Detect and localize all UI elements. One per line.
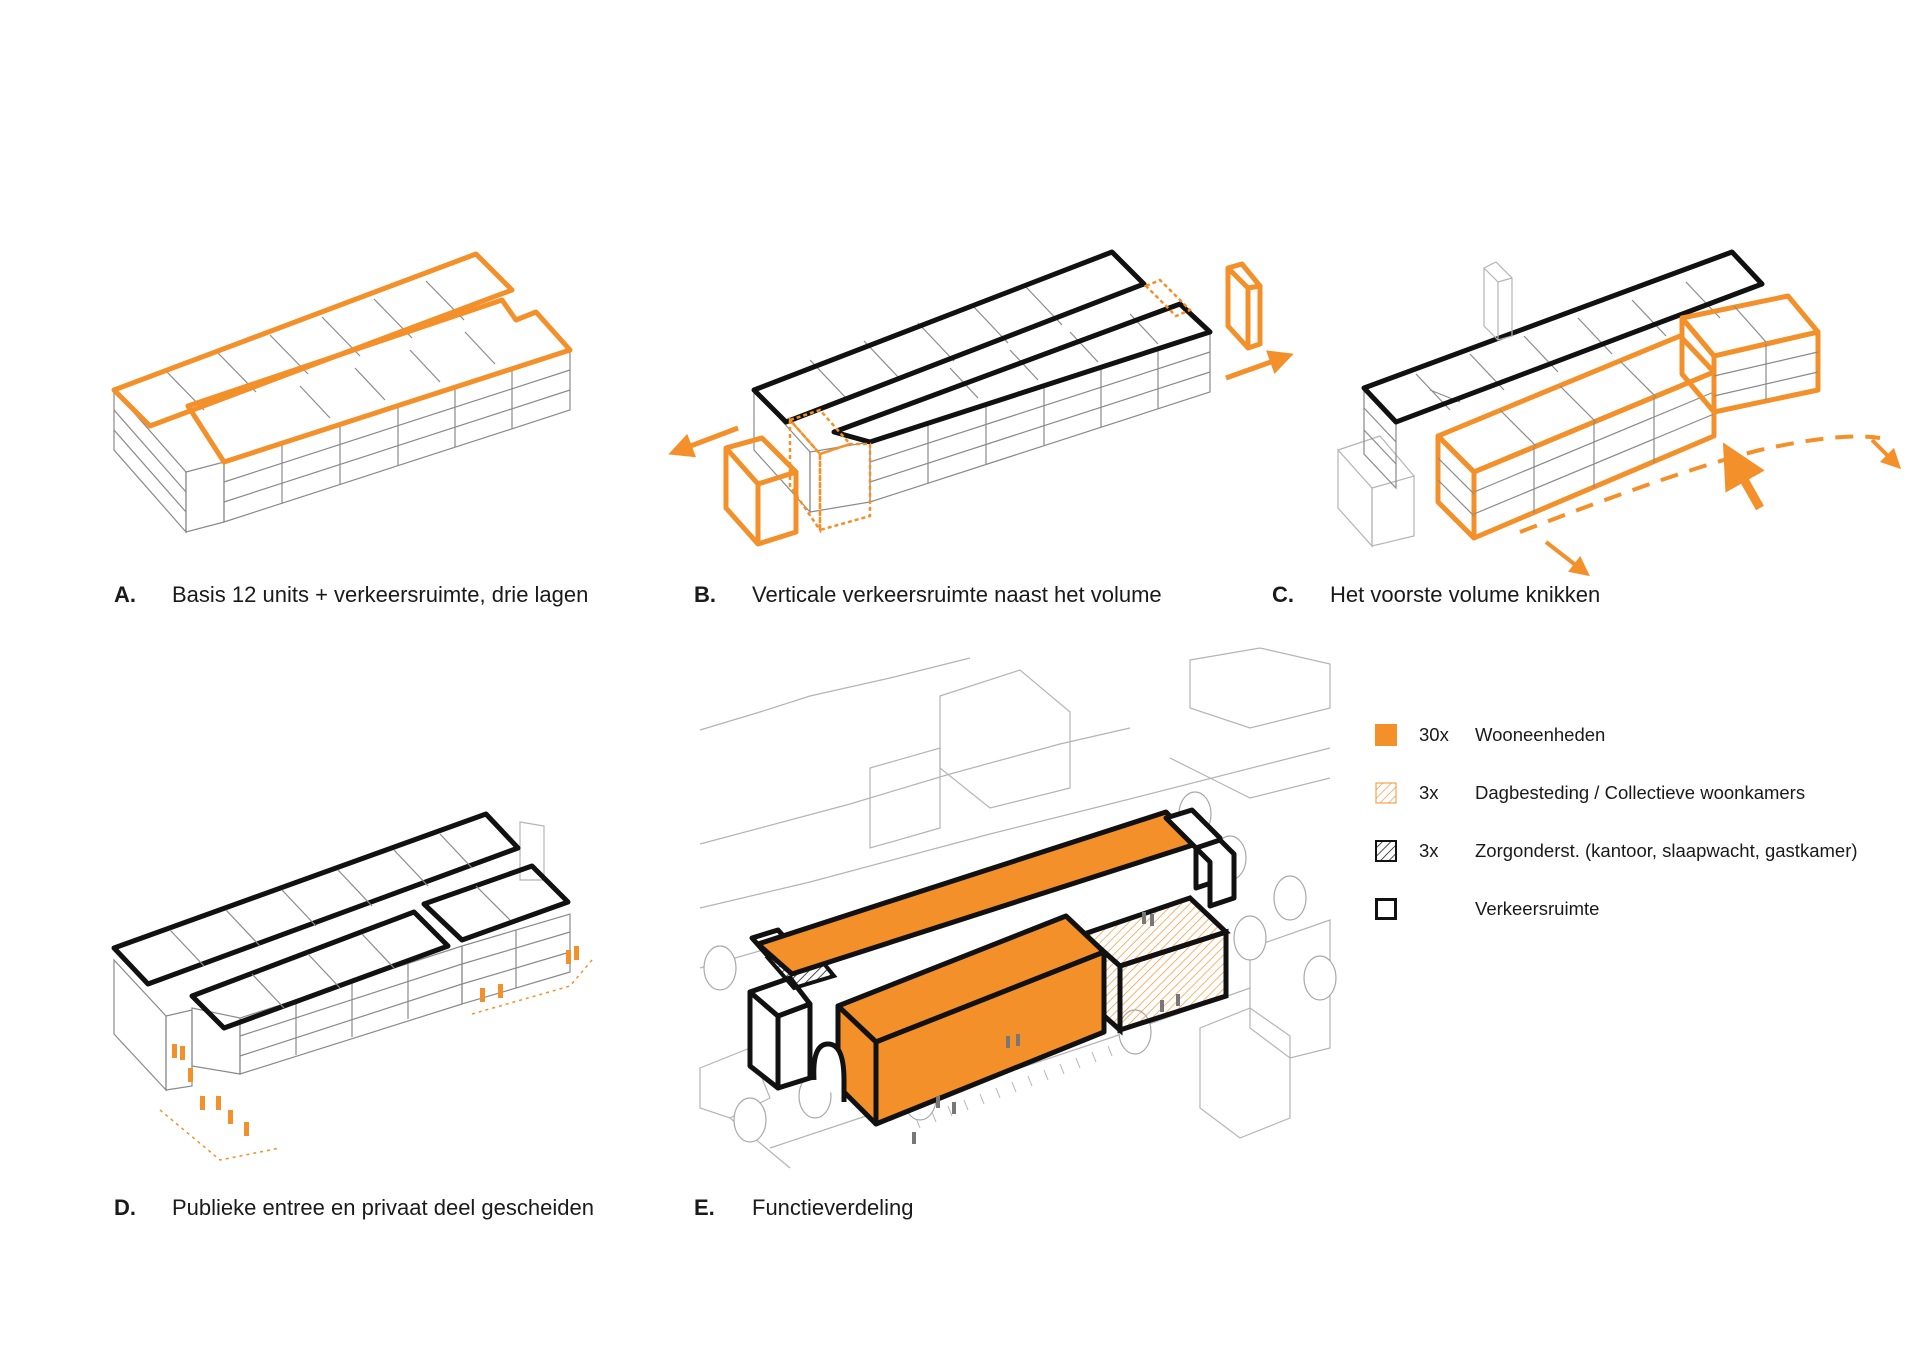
legend-label: Verkeersruimte bbox=[1475, 898, 1600, 919]
caption-letter: D. bbox=[114, 1195, 136, 1220]
legend-label: Dagbesteding / Collectieve woonkamers bbox=[1475, 782, 1806, 803]
caption-text: Functieverdeling bbox=[752, 1195, 914, 1220]
legend-count: 3x bbox=[1419, 782, 1439, 803]
building-e bbox=[747, 807, 1237, 1144]
legend-item-verkeersruimte: Verkeersruimte bbox=[1375, 898, 1915, 956]
caption-b: B. Verticale verkeersruimte naast het vo… bbox=[694, 582, 1162, 608]
building-c bbox=[1337, 249, 1902, 577]
site-context bbox=[699, 647, 1337, 1169]
caption-e: E. Functieverdeling bbox=[694, 1195, 913, 1221]
diagram-d bbox=[111, 811, 593, 1161]
caption-letter: C. bbox=[1272, 582, 1294, 607]
orange-fill-swatch bbox=[1375, 724, 1397, 746]
caption-letter: E. bbox=[694, 1195, 715, 1220]
legend-count: 3x bbox=[1419, 840, 1439, 861]
caption-letter: B. bbox=[694, 582, 716, 607]
black-outline-swatch bbox=[1375, 898, 1397, 920]
legend-item-wooneenheden: 30x Wooneenheden bbox=[1375, 724, 1915, 782]
building-b bbox=[668, 249, 1294, 547]
caption-text: Basis 12 units + verkeersruimte, drie la… bbox=[172, 582, 589, 607]
diagram-b bbox=[668, 249, 1294, 547]
caption-c: C. Het voorste volume knikken bbox=[1272, 582, 1600, 608]
orange-hatch-swatch bbox=[1375, 782, 1397, 804]
building-d bbox=[111, 811, 593, 1161]
caption-text: Publieke entree en privaat deel gescheid… bbox=[172, 1195, 594, 1220]
caption-letter: A. bbox=[114, 582, 136, 607]
legend-label: Zorgonderst. (kantoor, slaapwacht, gastk… bbox=[1475, 840, 1858, 861]
black-hatch-swatch bbox=[1375, 840, 1397, 862]
diagram-e bbox=[699, 647, 1337, 1169]
legend-item-zorgondersteuning: 3x Zorgonderst. (kantoor, slaapwacht, ga… bbox=[1375, 840, 1915, 898]
legend-label: Wooneenheden bbox=[1475, 724, 1606, 745]
caption-d: D. Publieke entree en privaat deel gesch… bbox=[114, 1195, 594, 1221]
diagram-c bbox=[1337, 249, 1902, 577]
legend: 30x Wooneenheden 3x Dagbesteding / Colle… bbox=[1375, 724, 1915, 956]
caption-a: A. Basis 12 units + verkeersruimte, drie… bbox=[114, 582, 588, 608]
building-a bbox=[111, 251, 573, 534]
legend-item-dagbesteding: 3x Dagbesteding / Collectieve woonkamers bbox=[1375, 782, 1915, 840]
diagram-a bbox=[111, 251, 573, 534]
caption-text: Verticale verkeersruimte naast het volum… bbox=[752, 582, 1162, 607]
legend-count: 30x bbox=[1419, 724, 1449, 745]
caption-text: Het voorste volume knikken bbox=[1330, 582, 1601, 607]
